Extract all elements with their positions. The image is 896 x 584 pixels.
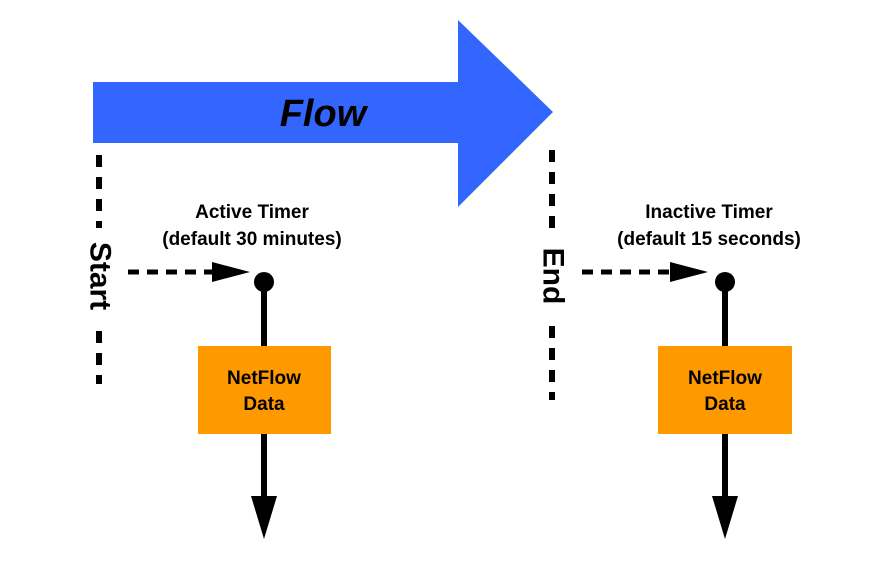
- flow-arrow-shape: [93, 20, 553, 207]
- start-label: Start: [84, 242, 117, 310]
- flow-label: Flow: [280, 93, 369, 135]
- inactive-timer-arrowhead: [670, 262, 708, 282]
- active-timer-down-arrowhead: [251, 496, 277, 539]
- inactive-timer-down-arrowhead: [712, 496, 738, 539]
- end-label: End: [537, 248, 570, 305]
- active-netflow-box-line2: Data: [243, 394, 285, 415]
- inactive-timer-title: Inactive Timer: [645, 202, 773, 223]
- active-timer-arrowhead: [212, 262, 250, 282]
- start-label-bg: [84, 228, 116, 324]
- active-timer-title: Active Timer: [195, 202, 309, 223]
- inactive-netflow-box: [658, 346, 792, 434]
- inactive-netflow-box-line1: NetFlow: [688, 368, 762, 389]
- active-netflow-box-line1: NetFlow: [227, 368, 301, 389]
- inactive-timer-subtitle: (default 15 seconds): [617, 229, 801, 250]
- active-timer-group: Active Timer (default 30 minutes) NetFlo…: [128, 202, 342, 539]
- active-timer-subtitle: (default 30 minutes): [162, 229, 341, 250]
- end-label-bg: [537, 234, 569, 318]
- active-netflow-box: [198, 346, 331, 434]
- inactive-netflow-box-line2: Data: [704, 394, 746, 415]
- flow-arrow: Flow: [93, 20, 553, 207]
- inactive-timer-group: Inactive Timer (default 15 seconds) NetF…: [582, 202, 801, 539]
